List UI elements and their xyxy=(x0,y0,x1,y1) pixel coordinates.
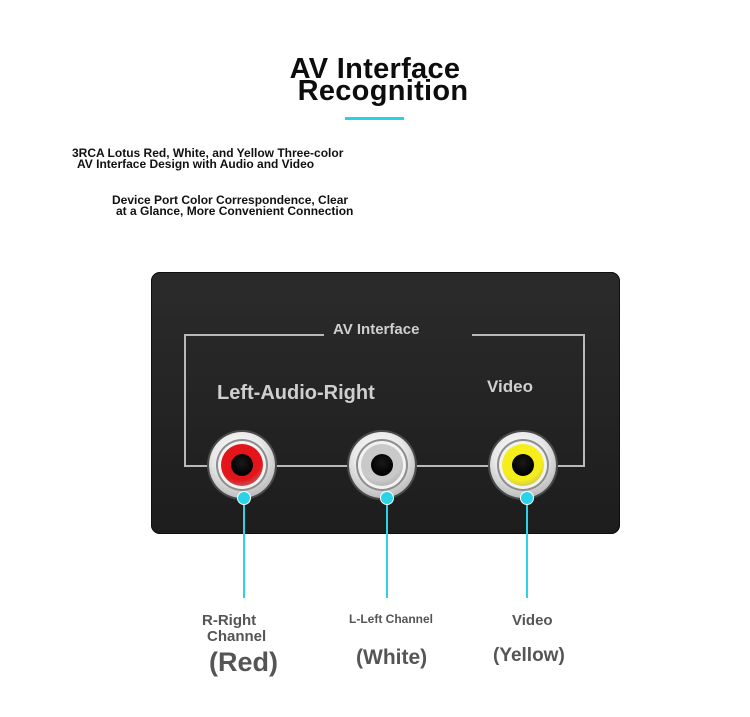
jack-hole xyxy=(231,454,253,476)
frame-top-right xyxy=(472,334,585,336)
leader-dot-white xyxy=(381,492,393,504)
rca-jack-red[interactable] xyxy=(209,432,275,498)
leader-line-yellow xyxy=(526,498,528,598)
jack-hole xyxy=(371,454,393,476)
callout-white-color: (White) xyxy=(356,646,428,669)
jack-hole xyxy=(512,454,534,476)
frame-right xyxy=(583,334,585,467)
leader-line-red xyxy=(243,498,245,598)
callout-red-line-1: R-Right xyxy=(202,612,257,629)
av-interface-panel: AV Interface Left-Audio-Right Video xyxy=(151,272,620,534)
subtitle-1-line-b: AV Interface Design with Audio and Video xyxy=(77,157,315,171)
callout-red-line-2: Channel xyxy=(207,628,267,645)
title-underline xyxy=(345,117,404,120)
subtitle-2-line-a: Device Port Color Correspondence, Clear xyxy=(112,193,349,207)
frame-top-left xyxy=(184,334,324,336)
callout-yellow-color: (Yellow) xyxy=(493,645,565,666)
leader-line-white xyxy=(386,498,388,598)
callout-white-line-1: L-Left Channel xyxy=(349,612,433,626)
callout-red-color: (Red) xyxy=(209,647,278,677)
rca-jack-white[interactable] xyxy=(349,432,415,498)
video-label: Video xyxy=(487,377,533,396)
leader-dot-yellow xyxy=(521,492,533,504)
subtitle-1-line-a: 3RCA Lotus Red, White, and Yellow Three-… xyxy=(72,146,344,160)
subtitle-2-line-b: at a Glance, More Convenient Connection xyxy=(116,204,354,218)
title-line-2: Recognition xyxy=(297,75,469,107)
frame-label: AV Interface xyxy=(333,321,420,338)
audio-label: Left-Audio-Right xyxy=(217,382,375,404)
callout-yellow-line-1: Video xyxy=(512,612,553,629)
leader-dot-red xyxy=(238,492,250,504)
rca-jack-yellow[interactable] xyxy=(490,432,556,498)
frame-left xyxy=(184,334,186,467)
title-line-1: AV Interface xyxy=(289,53,461,85)
